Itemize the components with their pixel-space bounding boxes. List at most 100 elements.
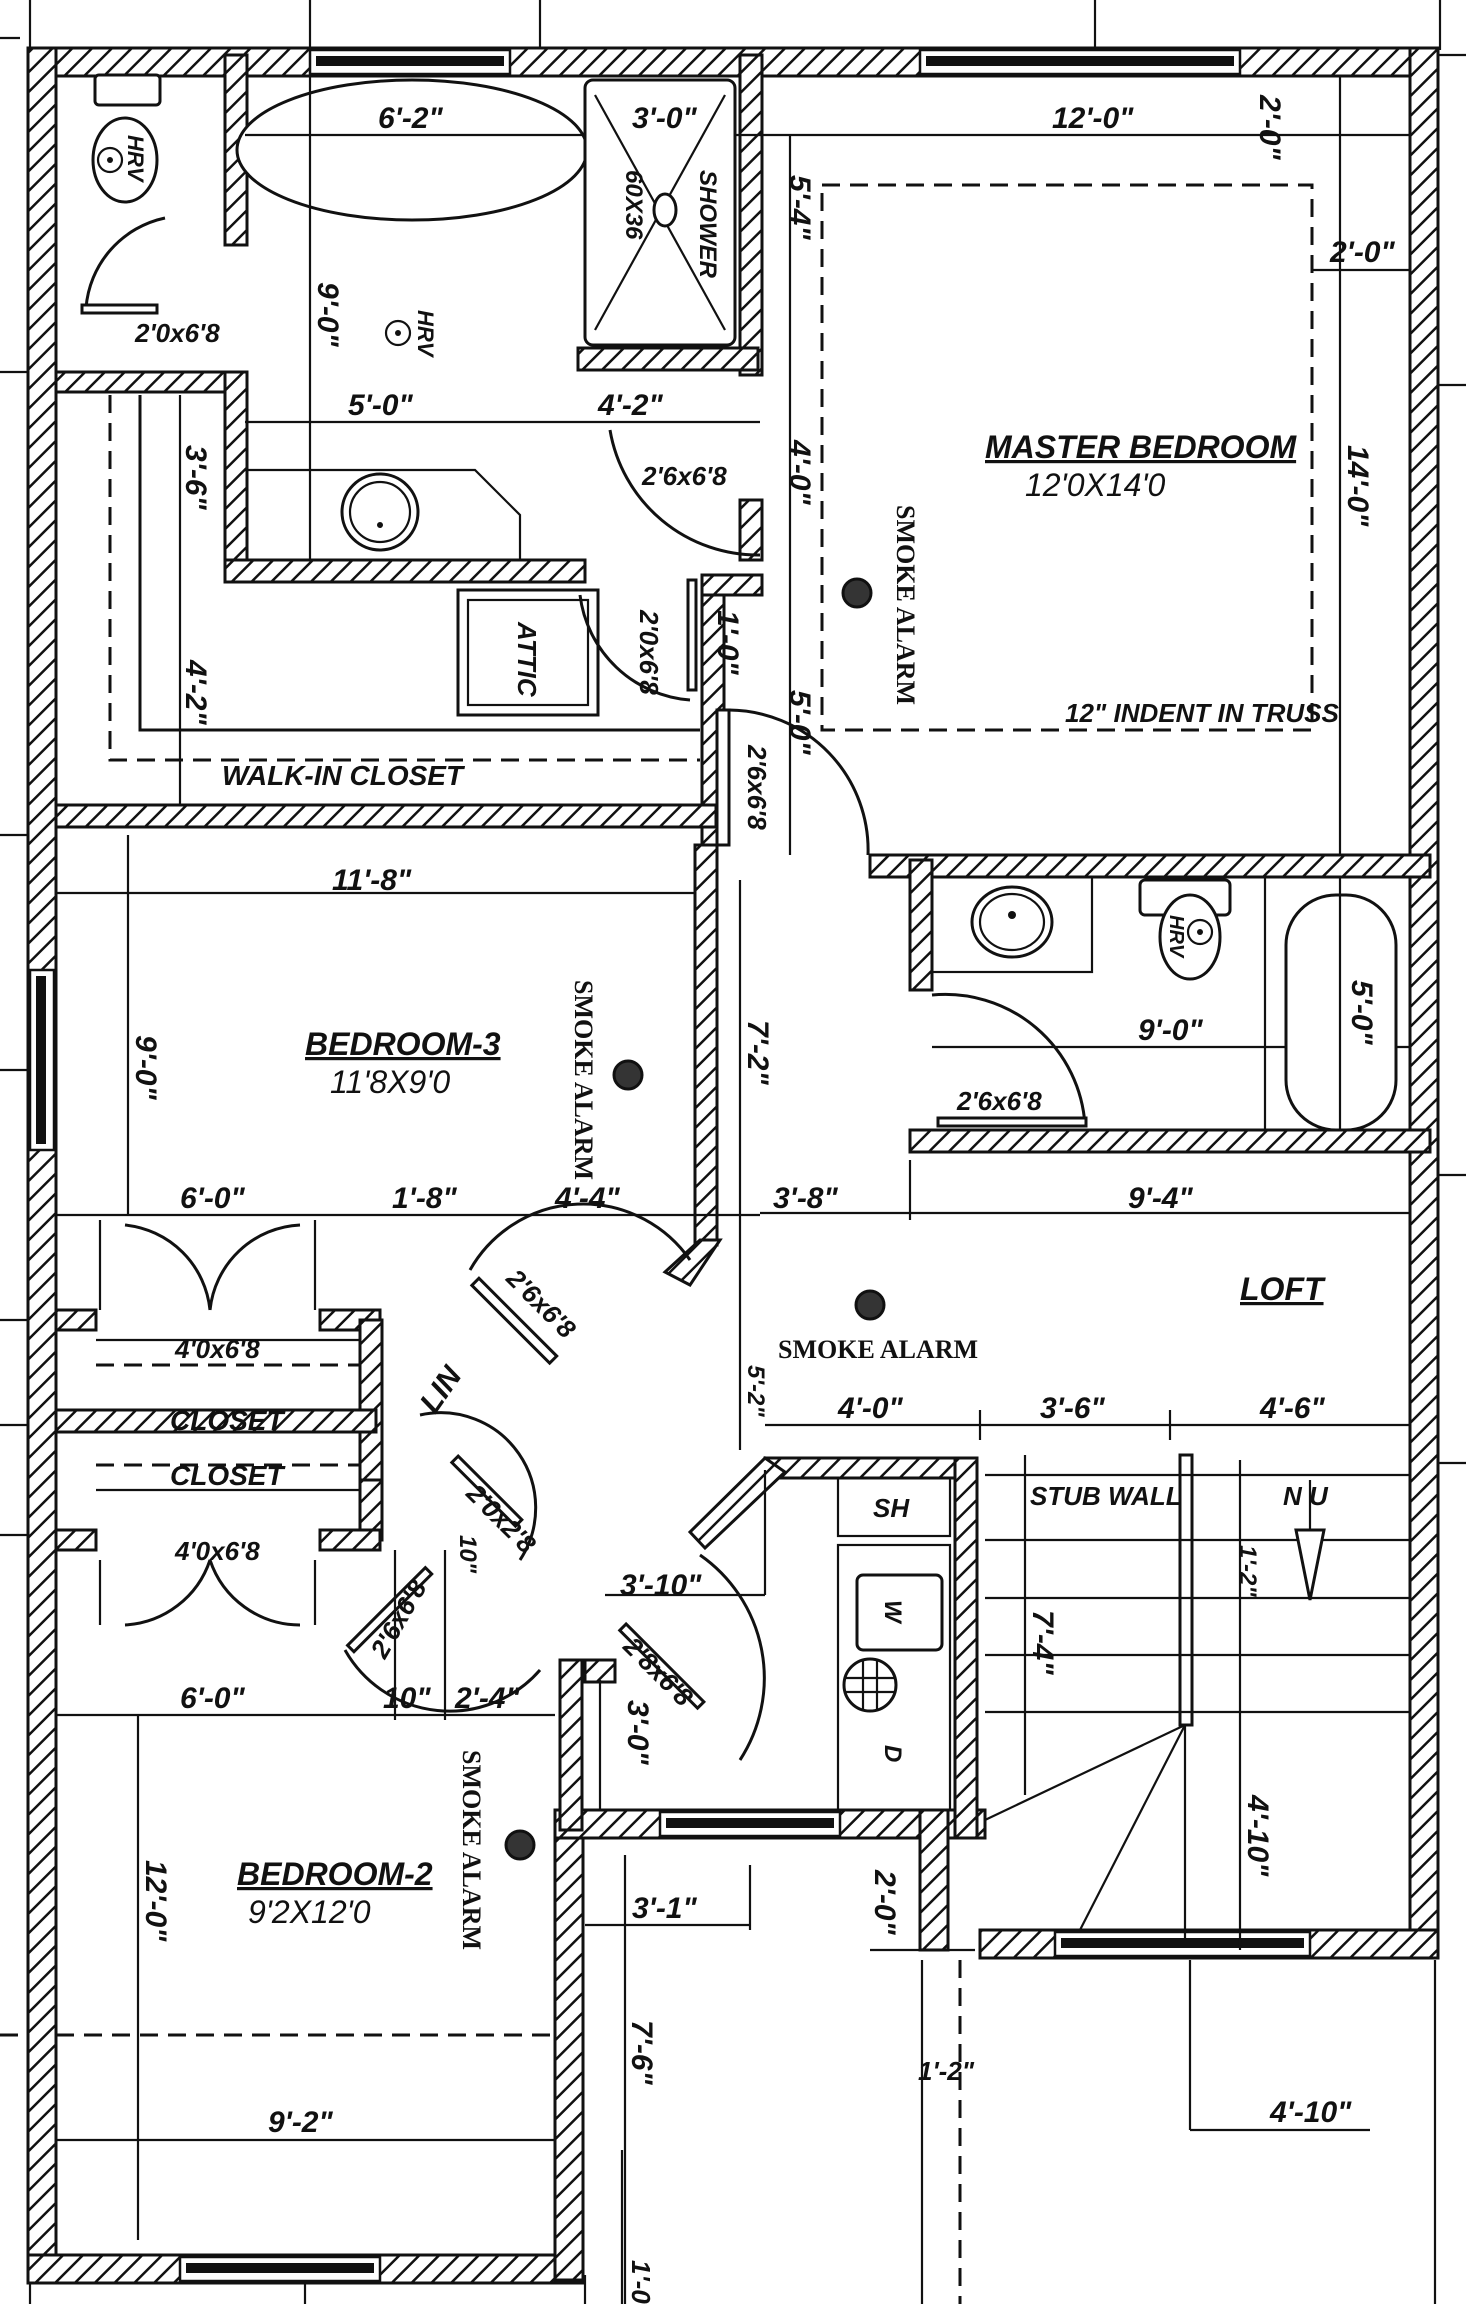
- dimension: 2'-0": [1253, 94, 1286, 160]
- arrow-down-icon: [1294, 1528, 1326, 1601]
- dimension: 2'-4": [454, 1682, 520, 1715]
- room-name-loft: LOFT: [1240, 1271, 1326, 1307]
- window: [1053, 1930, 1312, 1958]
- bathtub: [235, 78, 589, 222]
- master-suite: [80, 73, 1410, 856]
- dimension: 6'-0": [180, 1682, 245, 1715]
- dimension: 1'-0": [711, 610, 744, 675]
- stub-wall-label: STUB WALL: [1030, 1481, 1182, 1511]
- door-label: 2'0x6'8: [134, 318, 220, 348]
- shelf-label: SH: [873, 1493, 910, 1523]
- dimension: 1'-2": [1234, 1545, 1261, 1597]
- hall-bath: [760, 875, 1410, 1220]
- sink: [970, 885, 1054, 959]
- dimension: 4'-2": [179, 659, 212, 725]
- attic-label: ATTIC: [512, 621, 542, 698]
- dimension: 9'-0": [129, 1035, 162, 1100]
- dimension: 9'-2": [268, 2106, 333, 2139]
- dimension: 10": [383, 1682, 431, 1715]
- room-size-bedroom2: 9'2X12'0: [248, 1894, 371, 1930]
- window: [28, 968, 56, 1152]
- shower-label: SHOWER: [694, 170, 721, 279]
- smoke-alarm-label: SMOKE ALARM: [457, 1750, 486, 1950]
- truss-note: 12" INDENT IN TRUSS: [1065, 698, 1339, 728]
- room-size-master: 12'0X14'0: [1025, 467, 1166, 503]
- dimension: 9'-0": [311, 282, 344, 347]
- stair-direction: N U: [1283, 1481, 1329, 1511]
- dimension: 6'-0": [180, 1182, 245, 1215]
- shower-size: 60X36: [620, 170, 647, 240]
- bedroom-2: [56, 1463, 1370, 2304]
- dimension: 4'-2": [597, 389, 663, 422]
- dimension: 3'-0": [632, 102, 697, 135]
- window: [308, 48, 512, 76]
- attic-hatch: [456, 588, 600, 717]
- room-size-bedroom3: 11'8X9'0: [330, 1064, 450, 1100]
- dimension: 5'-4": [783, 175, 816, 240]
- drain-icon: [842, 1657, 898, 1713]
- door-label: 4'0x6'8: [174, 1334, 260, 1364]
- dimension: 3'-10": [620, 1569, 702, 1602]
- smoke-alarm-label: SMOKE ALARM: [778, 1335, 978, 1364]
- dimension: 3'-0": [621, 1700, 654, 1765]
- smoke-alarm-icon: [504, 1829, 536, 1861]
- dimension: 5'-2": [742, 1365, 769, 1417]
- stairs: [984, 1453, 1410, 1950]
- dimension: 1'-0": [626, 2260, 656, 2304]
- dimension: 11'-8": [332, 864, 412, 897]
- dimension: 2'-0": [868, 1869, 901, 1935]
- room-name-linen: LIN: [414, 1359, 470, 1419]
- washer: [855, 1573, 944, 1652]
- laundry: [343, 1411, 952, 1812]
- door-label: 2'6x6'8: [641, 461, 727, 491]
- dimension: 9'-0": [1138, 1014, 1203, 1047]
- window: [178, 2255, 382, 2283]
- dimension: 4'-4": [554, 1182, 620, 1215]
- room-name-closet-upper: CLOSET: [170, 1405, 286, 1436]
- window: [658, 1810, 842, 1838]
- smoke-alarm-icon: [841, 577, 873, 609]
- bedroom-3: [56, 835, 760, 1367]
- washer-label: W: [879, 1600, 906, 1625]
- dimension: 3'-1": [632, 1892, 697, 1925]
- dimension: 1'-2": [918, 2056, 975, 2086]
- smoke-alarm-label: SMOKE ALARM: [569, 980, 598, 1180]
- dimension: 4'-0": [837, 1392, 903, 1425]
- room-name-master: MASTER BEDROOM: [985, 429, 1297, 465]
- interior-walls: [54, 53, 1432, 1840]
- hrv-label: HRV: [1165, 915, 1187, 959]
- door-label: 2'6x6'8: [742, 744, 772, 830]
- windows: [28, 48, 1312, 2283]
- dimension: 6'-2": [378, 102, 443, 135]
- smoke-alarm-icon: [612, 1059, 644, 1091]
- hrv-label: HRV: [123, 135, 148, 184]
- dimension: 4'-0": [783, 439, 816, 505]
- dimension: 14'-0": [1341, 445, 1374, 527]
- dimension: 4'-10": [1241, 1794, 1274, 1877]
- dimension: 7'-4": [1026, 1610, 1059, 1675]
- window: [918, 48, 1242, 76]
- door-label: 2'0x6'8: [634, 609, 664, 695]
- dimension: 10": [454, 1535, 481, 1574]
- room-name-walk-in-closet: WALK-IN CLOSET: [222, 760, 466, 791]
- labels: MASTER BEDROOM 12'0X14'0 12" INDENT IN T…: [123, 94, 1395, 2304]
- dimension: 7'-6": [625, 2020, 658, 2085]
- smoke-alarm-icon: [854, 1289, 886, 1321]
- stub-wall: [1178, 1453, 1194, 1727]
- dimension: 4'-10": [1269, 2096, 1352, 2129]
- dimension: 5'-0": [783, 690, 816, 755]
- door-label: 2'6x6'8: [500, 1262, 582, 1344]
- room-name-closet-lower: CLOSET: [170, 1460, 286, 1491]
- dimension: 5'-0": [348, 389, 413, 422]
- toilet-tank: [93, 73, 162, 107]
- door-label: 2'6x6'8: [956, 1086, 1042, 1116]
- dimension: 1'-8": [392, 1182, 457, 1215]
- truss-indent: [820, 183, 1314, 732]
- dimension: 12'-0": [1052, 102, 1134, 135]
- sink: [340, 472, 420, 552]
- dimension: 4'-6": [1259, 1392, 1325, 1425]
- room-name-bedroom3: BEDROOM-3: [305, 1026, 501, 1062]
- dimension: 3'-6": [179, 445, 212, 510]
